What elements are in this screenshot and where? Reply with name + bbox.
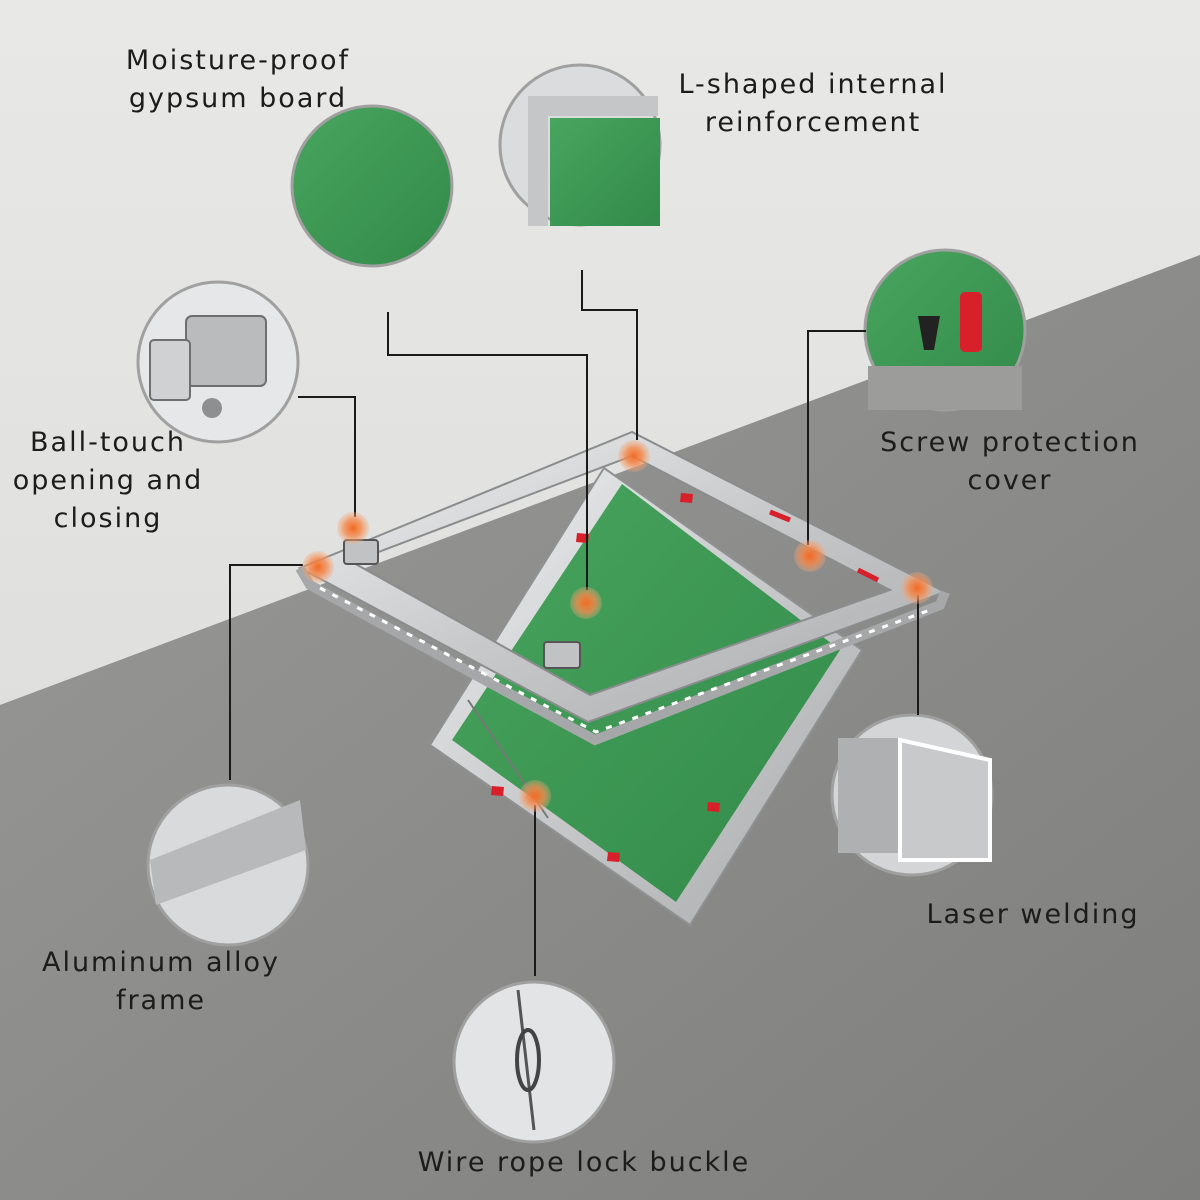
label-wire-rope-lock-buckle: Wire rope lock buckle <box>406 1144 762 1182</box>
label-line: closing <box>53 503 163 534</box>
label-line: Wire rope lock buckle <box>417 1147 751 1178</box>
highlight-markers <box>302 440 933 812</box>
screw-cover-mark <box>491 786 504 796</box>
label-line: Screw protection <box>880 427 1140 458</box>
door-latch <box>543 641 581 669</box>
label-aluminum-alloy-frame: Aluminum alloy frame <box>34 944 288 1020</box>
label-l-shaped-internal-reinforcement: L-shaped internal reinforcement <box>668 66 958 142</box>
label-line: Aluminum alloy <box>41 947 281 978</box>
detail-aluminum-frame <box>146 783 310 947</box>
label-line: Moisture-proof <box>125 45 351 76</box>
label-moisture-proof-gypsum-board: Moisture-proof gypsum board <box>118 42 358 118</box>
aluminum-frame-ring <box>295 430 950 746</box>
label-line: Laser welding <box>926 899 1140 930</box>
label-line: frame <box>115 985 207 1016</box>
label-line: L-shaped internal <box>678 69 948 100</box>
leader-lines <box>229 270 919 976</box>
label-line: cover <box>967 465 1053 496</box>
label-line: Ball-touch <box>30 427 186 458</box>
label-line: gypsum board <box>128 83 348 114</box>
detail-gypsum-board <box>290 104 454 268</box>
label-line: opening and <box>12 465 204 496</box>
detail-ball-touch-latch <box>136 280 300 444</box>
label-screw-protection-cover: Screw protection cover <box>874 424 1146 500</box>
label-laser-welding: Laser welding <box>920 896 1146 934</box>
label-line: reinforcement <box>704 107 922 138</box>
screw-cover-mark <box>680 493 693 503</box>
detail-screw-protection-cover <box>863 248 1027 412</box>
screw-cover-mark <box>576 533 589 543</box>
detail-l-shaped-reinforcement <box>498 63 662 227</box>
label-ball-touch-opening-and-closing: Ball-touch opening and closing <box>6 424 210 538</box>
screw-cover-mark <box>707 802 720 812</box>
frame-latch <box>343 539 379 565</box>
detail-laser-welding <box>830 713 994 877</box>
screw-cover-mark <box>607 852 620 862</box>
detail-wire-rope-lock-buckle <box>452 980 616 1144</box>
